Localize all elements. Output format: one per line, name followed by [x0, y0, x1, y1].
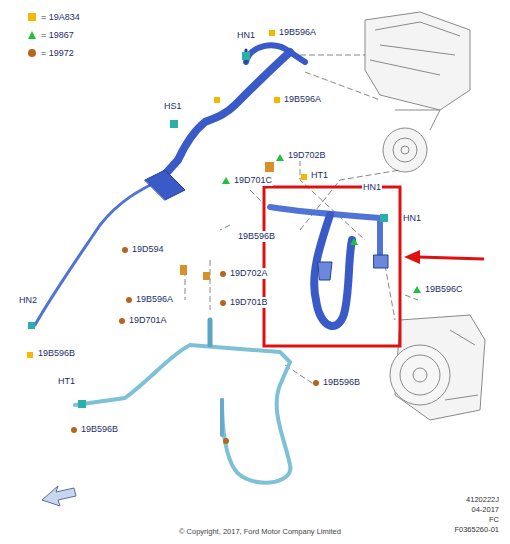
part-number: 19D701C	[233, 175, 273, 186]
callout-code: HT1	[310, 170, 329, 181]
orientation-arrow	[42, 486, 76, 506]
part-number: 19B596C	[424, 284, 464, 295]
fittings	[28, 52, 388, 408]
legend-text: = 19A834	[40, 12, 81, 23]
callout-code: HN1	[236, 30, 256, 41]
part-number: 19D702A	[229, 268, 269, 279]
highlight-box	[264, 187, 400, 346]
part-number: 19B596B	[80, 424, 119, 435]
part-number: 19B596B	[37, 348, 76, 359]
legend-swatch	[28, 49, 36, 57]
pointer-arrow	[404, 250, 484, 264]
part-number: 19B596A	[283, 94, 322, 105]
copyright-note: © Copyright, 2017, Ford Motor Company Li…	[178, 526, 342, 537]
legend-swatch	[28, 31, 36, 39]
legend-text: = 19867	[40, 30, 75, 41]
callout-code: HN2	[18, 295, 38, 306]
reference-code: 04-2017	[470, 505, 500, 514]
leader-lines	[185, 55, 418, 385]
legend-text: = 19972	[40, 48, 75, 59]
part-number: 19D594	[131, 244, 165, 255]
callout-code: HT1	[57, 376, 76, 387]
reference-code: 4120222J	[465, 495, 500, 504]
label-markers	[27, 30, 421, 444]
legend-swatch	[28, 13, 36, 21]
part-number: 19B596A	[135, 294, 174, 305]
reference-code: FC	[488, 515, 500, 524]
compressor	[390, 315, 485, 420]
part-number: 19D701B	[229, 297, 269, 308]
part-number: 19B596B	[237, 231, 276, 242]
callout-code: HS1	[163, 101, 183, 112]
discharge-hose	[270, 207, 388, 326]
part-number: 19B596B	[322, 377, 361, 388]
callout-code: HN1	[402, 213, 422, 224]
callout-code: HN1	[362, 182, 382, 193]
hvac-housing	[365, 12, 470, 172]
part-number: 19B596A	[278, 27, 317, 38]
reference-code: F0365260-01	[453, 525, 500, 534]
liquid-line	[75, 320, 290, 483]
part-number: 19D702B	[287, 150, 327, 161]
part-number: 19D701A	[128, 315, 168, 326]
